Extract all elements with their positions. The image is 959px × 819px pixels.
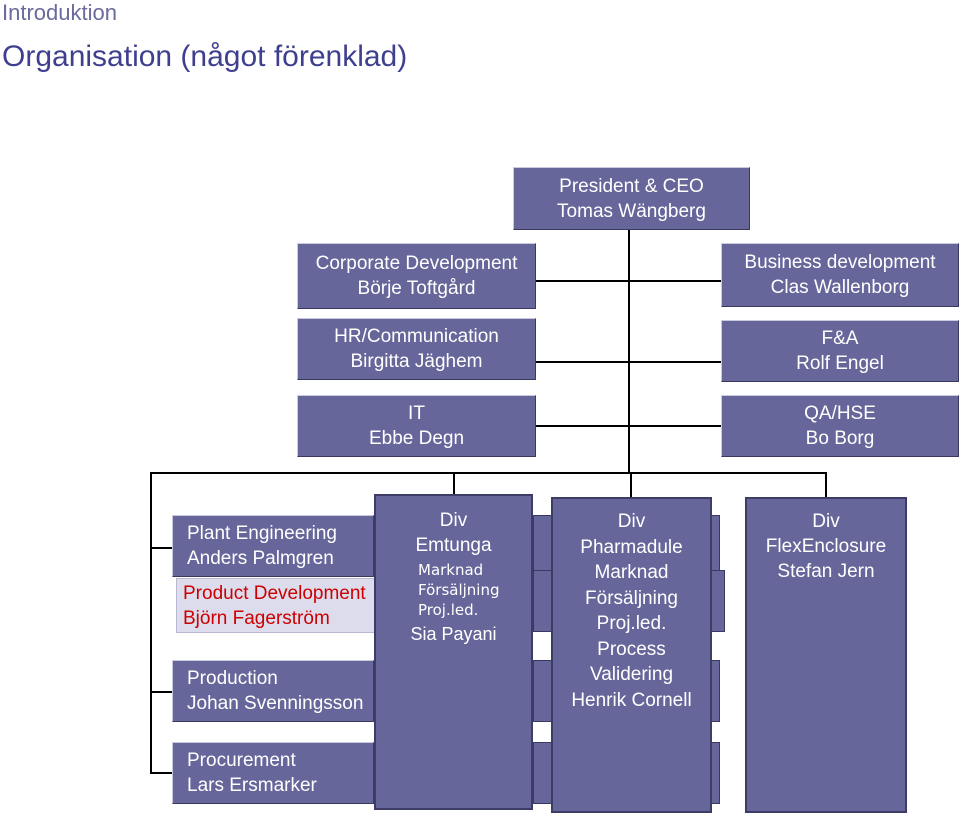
- staff-left-line-3: [535, 425, 629, 427]
- division-function: Marknad: [418, 561, 484, 579]
- dept-tick-1: [150, 547, 172, 549]
- dept-name: Anders Palmgren: [187, 548, 334, 569]
- division-name: Pharmadule: [580, 536, 683, 558]
- div-flex-drop: [825, 472, 827, 498]
- dept-product-development: Product Development Björn Fagerström: [176, 578, 376, 633]
- division-function: Process: [597, 638, 666, 660]
- staff-role: IT: [408, 403, 425, 424]
- division-name: Emtunga: [415, 535, 492, 556]
- dept-production: Production Johan Svenningsson: [172, 660, 374, 722]
- staff-qa-hse: QA/HSE Bo Borg: [721, 395, 959, 457]
- division-function: Marknad: [594, 562, 669, 583]
- division-function: Försäljning: [585, 587, 678, 609]
- division-head: Henrik Cornell: [571, 689, 692, 711]
- dept-name: Johan Svenningsson: [187, 693, 364, 714]
- dept-procurement: Procurement Lars Ersmarker: [172, 742, 374, 804]
- staff-right-line-3: [629, 425, 722, 427]
- dept-tick-3: [150, 691, 172, 693]
- staff-finance: F&A Rolf Engel: [721, 320, 959, 382]
- ceo-role: President & CEO: [559, 175, 704, 197]
- staff-name: Birgitta Jäghem: [350, 351, 483, 372]
- ceo-name: Tomas Wängberg: [557, 200, 706, 222]
- division-functions: Marknad Försäljning Proj.led.: [376, 560, 499, 620]
- dept-role: Product Development: [183, 582, 366, 604]
- dept-role: Production: [187, 668, 278, 689]
- staff-corporate-development: Corporate Development Börje Toftgård: [297, 243, 536, 309]
- dept-name: Björn Fagerström: [183, 607, 330, 629]
- division-title: Div: [812, 511, 840, 532]
- dept-tick-4: [150, 772, 172, 774]
- staff-role: Corporate Development: [315, 253, 518, 274]
- staff-name: Rolf Engel: [796, 353, 884, 374]
- staff-name: Börje Toftgård: [357, 278, 476, 299]
- division-horizontal-line: [150, 472, 827, 474]
- staff-right-line-1: [629, 280, 722, 282]
- ceo-vertical-line: [628, 230, 630, 473]
- staff-business-development: Business development Clas Wallenborg: [721, 243, 959, 307]
- div-pharmadule-drop: [630, 472, 632, 498]
- staff-horizontal-line: [535, 361, 722, 363]
- division-function: Proj.led.: [596, 613, 667, 634]
- division-name: FlexEnclosure: [765, 536, 887, 557]
- section-label: Introduktion: [2, 0, 117, 25]
- page-title: Organisation (något förenklad): [2, 40, 408, 73]
- division-title: Div: [617, 511, 646, 532]
- staff-name: Clas Wallenborg: [770, 277, 910, 298]
- div-emtunga-drop: [453, 472, 455, 496]
- dept-name: Lars Ersmarker: [187, 775, 317, 796]
- staff-name: Bo Borg: [805, 428, 875, 449]
- division-function: Proj.led.: [418, 601, 479, 619]
- dept-role: Plant Engineering: [187, 523, 337, 544]
- staff-role: Business development: [744, 252, 936, 273]
- division-flexenclosure: Div FlexEnclosure Stefan Jern: [745, 497, 907, 813]
- division-emtunga: Div Emtunga Marknad Försäljning Proj.led…: [374, 494, 533, 810]
- division-pharmadule: Div Pharmadule Marknad Försäljning Proj.…: [551, 497, 712, 813]
- division-title: Div: [439, 510, 468, 531]
- staff-hr-communication: HR/Communication Birgitta Jäghem: [297, 318, 536, 380]
- staff-role: HR/Communication: [334, 326, 499, 347]
- division-head: Sia Payani: [410, 624, 497, 644]
- dept-plant-engineering: Plant Engineering Anders Palmgren: [172, 515, 374, 577]
- staff-name: Ebbe Degn: [368, 428, 465, 449]
- division-function: Försäljning: [418, 581, 500, 599]
- staff-role: F&A: [821, 328, 859, 349]
- staff-role: QA/HSE: [804, 403, 876, 424]
- departments-vertical-line: [150, 472, 152, 774]
- division-head: Stefan Jern: [777, 561, 875, 582]
- ceo-box: President & CEO Tomas Wängberg: [513, 167, 750, 230]
- division-function: Validering: [589, 664, 674, 685]
- dept-role: Procurement: [187, 750, 296, 771]
- staff-it: IT Ebbe Degn: [297, 395, 536, 457]
- staff-left-line-1: [535, 280, 629, 282]
